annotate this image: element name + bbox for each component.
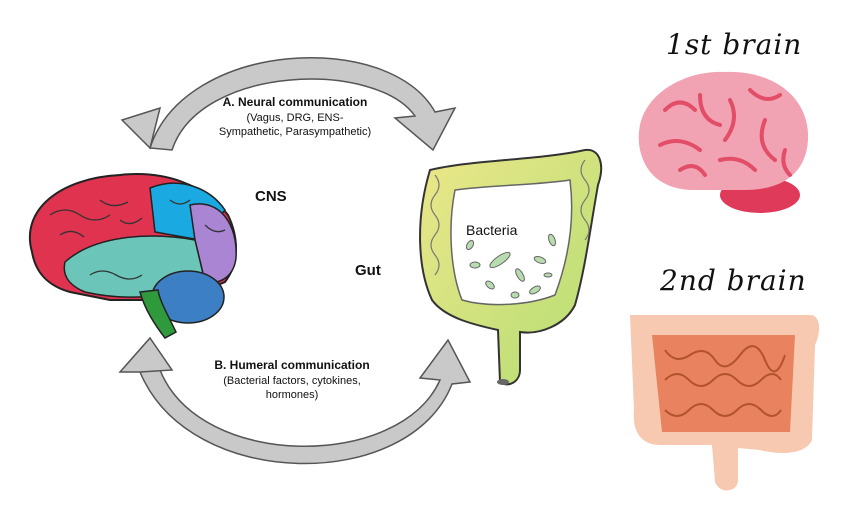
gut-colon-illustration: [419, 148, 603, 386]
humeral-details-line-2: hormones): [265, 389, 319, 401]
gut-label: Gut: [355, 262, 381, 279]
bacteria-label: Bacteria: [466, 222, 518, 238]
cns-brain-illustration: [29, 173, 237, 339]
second-brain-illustration: [630, 315, 820, 491]
neural-communication-details: (Vagus, DRG, ENS- Sympathetic, Parasympa…: [175, 111, 415, 139]
bacteria-cells: [465, 233, 556, 299]
neural-communication-title: A. Neural communication: [222, 95, 368, 109]
humeral-details-line-1: (Bacterial factors, cytokines,: [223, 375, 361, 387]
first-brain-illustration: [638, 71, 809, 213]
humeral-communication-title: B. Humeral communication: [214, 358, 370, 372]
humeral-communication-details: (Bacterial factors, cytokines, hormones): [172, 374, 412, 402]
cns-label: CNS: [255, 188, 287, 205]
top-cycle-arrow: [120, 56, 457, 152]
second-brain-label: 2nd brain: [660, 264, 807, 297]
neural-details-line-2: Sympathetic, Parasympathetic): [218, 126, 372, 138]
bottom-cycle-arrow: [118, 336, 472, 465]
first-brain-label: 1st brain: [666, 28, 803, 61]
neural-details-line-1: (Vagus, DRG, ENS-: [246, 112, 344, 124]
